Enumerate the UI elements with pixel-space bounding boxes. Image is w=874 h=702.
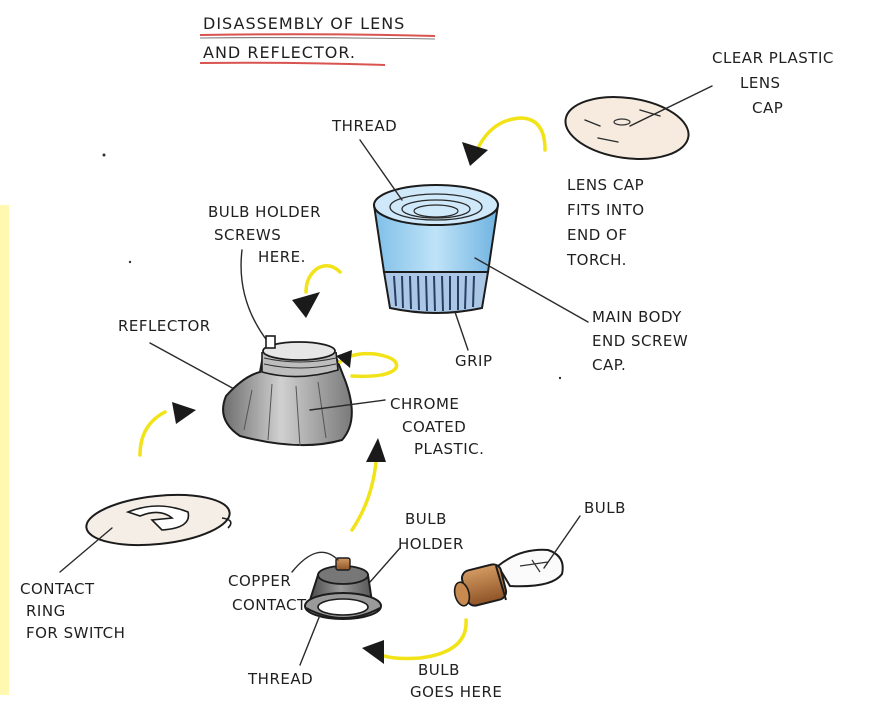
label-contact-ring-line-1: CONTACT [20,580,95,598]
arrow-reflector-rotate [338,351,399,379]
label-lens-cap-fits-line-1: LENS CAP [567,176,644,194]
diagram-title: DISASSEMBLY OF LENS AND REFLECTOR. [199,14,436,66]
leader-bulb-holder-screws [240,249,269,343]
reflector-shape [222,335,353,447]
label-contact-ring: CONTACT RING FOR SWITCH [20,580,125,642]
arrowhead-reflector-top [292,292,320,318]
arrow-holder-to-reflector [350,460,378,532]
label-bulb-holder-screws-line-1: BULB HOLDER [208,203,321,221]
label-main-body-line-3: CAP. [592,356,626,374]
leader-clear-plastic [629,85,713,127]
lens-cap-disc [564,96,690,160]
label-thread-top: THREAD [331,117,397,135]
label-copper-contact: COPPER CONTACT. [228,572,310,614]
label-bulb-goes-here-line-2: GOES HERE [410,683,502,701]
leader-bulb-holder [369,547,401,583]
label-grip: GRIP [455,352,493,370]
title-line-2: AND REFLECTOR. [203,43,356,62]
label-clear-plastic-line-1: CLEAR PLASTIC [712,49,834,67]
leader-thread-bottom [299,614,321,666]
label-bulb: BULB [584,499,626,517]
leader-bulb [543,515,581,569]
label-bulb-goes-here: BULB GOES HERE [410,661,502,701]
label-bulb-goes-here-line-1: BULB [418,661,460,679]
label-clear-plastic-line-2: LENS [740,74,781,92]
label-reflector: REFLECTOR [118,317,211,335]
label-chrome-coated-plastic: CHROME COATED PLASTIC. [390,395,484,458]
bulb-shape [453,548,564,607]
arrow-bulb-to-holder [376,618,468,661]
label-copper-contact-line-1: COPPER [228,572,291,590]
arrowhead-bulb [362,640,384,664]
label-copper-contact-line-2: CONTACT. [232,596,310,614]
bulb-holder-shape [304,557,382,620]
arrow-lens-cap-to-body [476,116,547,152]
label-main-body-line-2: END SCREW [592,332,688,350]
leader-grip [454,311,469,351]
arrow-reflector-top [304,264,342,294]
label-clear-plastic-lens-cap: CLEAR PLASTIC LENS CAP [712,49,834,117]
label-clear-plastic-line-3: CAP [752,99,783,117]
leader-chrome [309,399,386,411]
label-contact-ring-line-3: FOR SWITCH [26,624,125,642]
label-bulb-holder-screws: BULB HOLDER SCREWS HERE. [208,203,321,266]
leader-main-body [474,257,589,323]
label-bulb-holder-screws-line-3: HERE. [258,248,306,266]
label-thread-bottom: THREAD [247,670,313,688]
arrowhead-reflector-rotate [336,350,352,368]
label-lens-cap-fits-line-4: TORCH. [566,251,627,269]
label-chrome-line-2: COATED [402,418,466,436]
label-bulb-holder-line-2: HOLDER [398,535,464,553]
title-underline-2 [199,61,386,66]
label-main-body-end-screw-cap: MAIN BODY END SCREW CAP. [592,308,688,374]
label-bulb-holder-screws-line-2: SCREWS [214,226,281,244]
leader-thread-top [359,139,403,201]
label-chrome-line-1: CHROME [390,395,459,413]
main-body-cap [372,184,500,314]
leader-contact-ring [59,527,113,573]
arrowhead-ring [172,402,196,424]
label-lens-cap-fits-line-2: FITS INTO [567,201,645,219]
label-bulb-holder: BULB HOLDER [398,510,464,553]
arrowhead-holder [366,438,386,462]
title-line-1: DISASSEMBLY OF LENS [203,14,405,33]
contact-ring-shape [85,493,232,547]
label-lens-cap-fits-line-3: END OF [567,226,627,244]
label-lens-cap-fits: LENS CAP FITS INTO END OF TORCH. [566,176,645,269]
arrowhead-lens-cap [462,142,488,166]
title-underline-1 [199,33,436,37]
arrow-ring-to-reflector [138,410,167,457]
label-chrome-line-3: PLASTIC. [414,440,484,458]
leader-copper-contact [291,551,339,573]
label-contact-ring-line-2: RING [26,602,66,620]
label-main-body-line-1: MAIN BODY [592,308,682,326]
left-edge-strip [0,205,9,695]
label-bulb-holder-line-1: BULB [405,510,447,528]
leader-reflector [149,342,237,391]
